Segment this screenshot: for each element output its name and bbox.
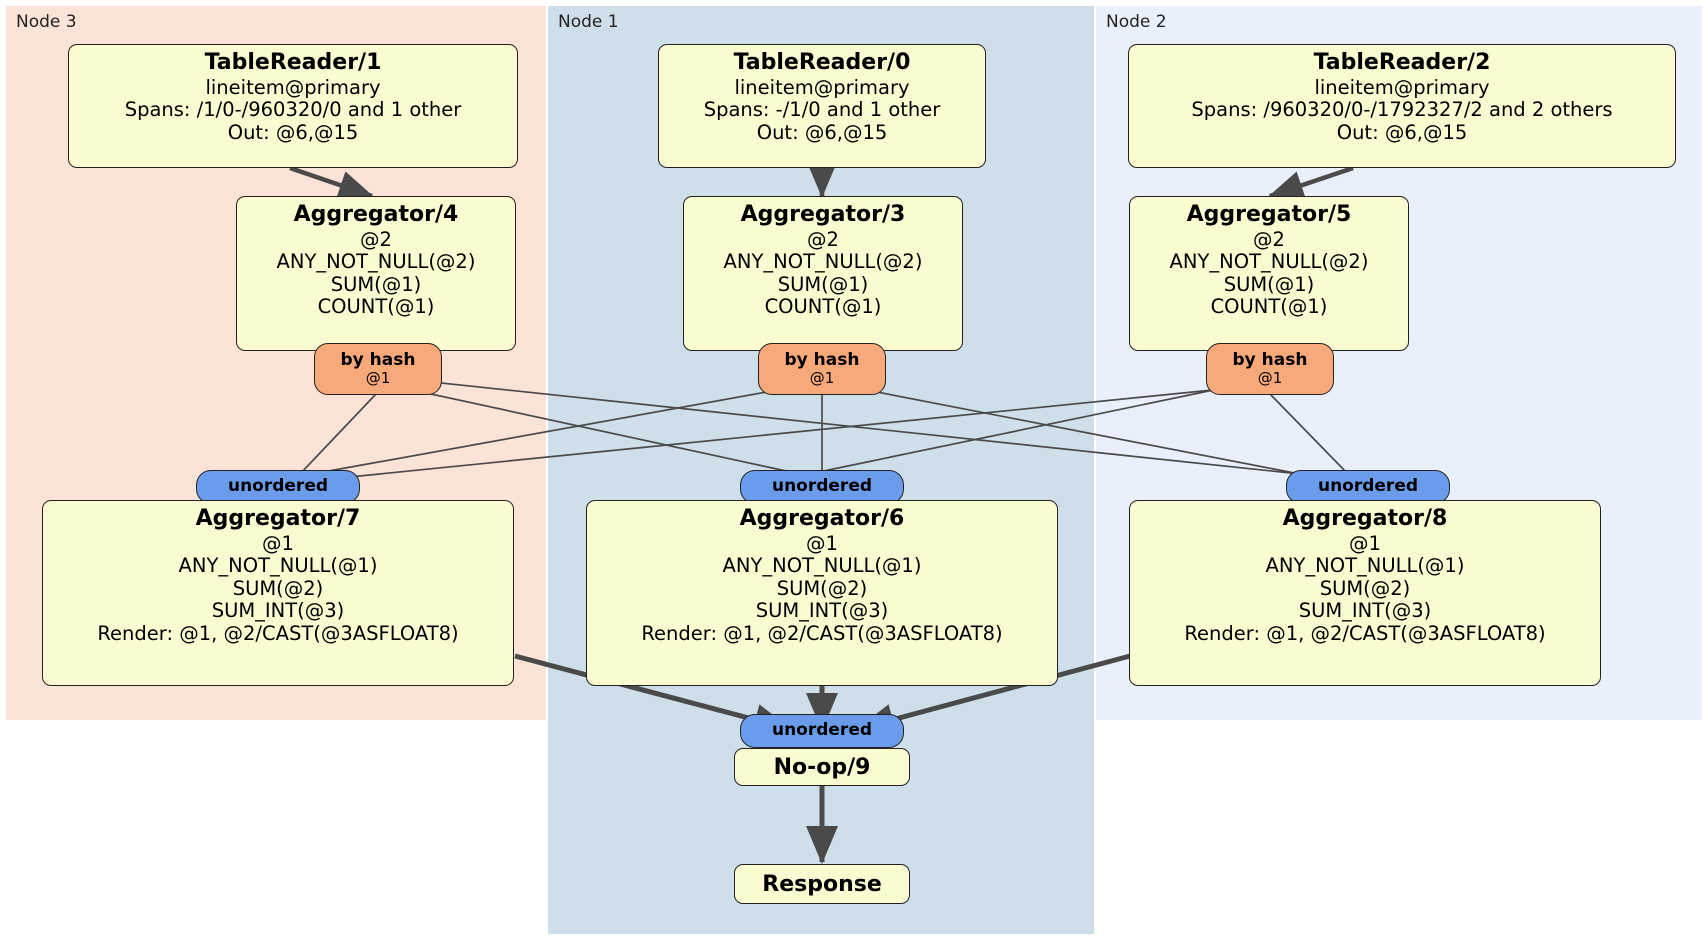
processor-detail-line: @1 bbox=[1349, 531, 1381, 555]
node-panel-label-node1: Node 1 bbox=[558, 12, 619, 32]
processor-detail-line: SUM(@1) bbox=[777, 272, 869, 296]
processor-detail-line: ANY_NOT_NULL(@2) bbox=[723, 250, 923, 274]
processor-detail-line: COUNT(@1) bbox=[764, 295, 882, 319]
processor-title: TableReader/2 bbox=[1313, 50, 1491, 75]
processor-title: Aggregator/6 bbox=[739, 506, 905, 531]
router-label: by hash bbox=[1232, 350, 1308, 371]
processor-title: Response bbox=[762, 871, 882, 897]
router-label: by hash bbox=[784, 350, 860, 371]
processor-detail-line: SUM_INT(@3) bbox=[755, 599, 889, 623]
processor-title: Aggregator/4 bbox=[293, 202, 459, 227]
processor-title: TableReader/0 bbox=[733, 50, 911, 75]
processor-detail-line: Spans: /960320/0-/1792327/2 and 2 others bbox=[1191, 98, 1613, 122]
router-by-hash-left[interactable]: by hash @1 bbox=[314, 343, 442, 395]
router-label: unordered bbox=[771, 476, 873, 497]
processor-detail-line: SUM(@1) bbox=[330, 272, 422, 296]
processor-detail-line: lineitem@primary bbox=[734, 75, 910, 99]
processor-aggregator-7[interactable]: Aggregator/7 @1 ANY_NOT_NULL(@1) SUM(@2)… bbox=[42, 500, 514, 686]
processor-detail-line: ANY_NOT_NULL(@1) bbox=[722, 554, 922, 578]
processor-detail-line: ANY_NOT_NULL(@1) bbox=[1265, 554, 1465, 578]
processor-title: TableReader/1 bbox=[204, 50, 382, 75]
processor-detail-line: Render: @1, @2/CAST(@3ASFLOAT8) bbox=[97, 621, 459, 645]
processor-detail-line: Out: @6,@15 bbox=[227, 120, 359, 144]
router-label: by hash bbox=[340, 350, 416, 371]
processor-tablereader-2[interactable]: TableReader/2 lineitem@primary Spans: /9… bbox=[1128, 44, 1676, 168]
processor-detail-line: ANY_NOT_NULL(@2) bbox=[1169, 250, 1369, 274]
processor-detail-line: SUM(@2) bbox=[1319, 576, 1411, 600]
processor-detail-line: Spans: -/1/0 and 1 other bbox=[703, 98, 941, 122]
processor-detail-line: COUNT(@1) bbox=[1210, 295, 1328, 319]
processor-detail-line: lineitem@primary bbox=[1314, 75, 1490, 99]
processor-detail-line: SUM(@1) bbox=[1223, 272, 1315, 296]
processor-detail-line: Render: @1, @2/CAST(@3ASFLOAT8) bbox=[1184, 621, 1546, 645]
router-unordered-center[interactable]: unordered bbox=[740, 470, 904, 504]
processor-detail-line: Out: @6,@15 bbox=[1336, 120, 1468, 144]
router-unordered-left[interactable]: unordered bbox=[196, 470, 360, 504]
processor-tablereader-1[interactable]: TableReader/1 lineitem@primary Spans: /1… bbox=[68, 44, 518, 168]
processor-detail-line: SUM(@2) bbox=[232, 576, 324, 600]
processor-detail-line: @2 bbox=[1253, 227, 1285, 251]
processor-tablereader-0[interactable]: TableReader/0 lineitem@primary Spans: -/… bbox=[658, 44, 986, 168]
processor-detail-line: @1 bbox=[262, 531, 294, 555]
processor-title: Aggregator/7 bbox=[195, 506, 361, 531]
processor-aggregator-5[interactable]: Aggregator/5 @2 ANY_NOT_NULL(@2) SUM(@1)… bbox=[1129, 196, 1409, 351]
processor-title: Aggregator/8 bbox=[1282, 506, 1448, 531]
processor-title: Aggregator/5 bbox=[1186, 202, 1352, 227]
router-by-hash-right[interactable]: by hash @1 bbox=[1206, 343, 1334, 395]
processor-title: No-op/9 bbox=[773, 754, 871, 780]
router-unordered-final[interactable]: unordered bbox=[740, 714, 904, 748]
processor-aggregator-6[interactable]: Aggregator/6 @1 ANY_NOT_NULL(@1) SUM(@2)… bbox=[586, 500, 1058, 686]
processor-detail-line: @2 bbox=[360, 227, 392, 251]
processor-detail-line: ANY_NOT_NULL(@2) bbox=[276, 250, 476, 274]
router-unordered-right[interactable]: unordered bbox=[1286, 470, 1450, 504]
processor-title: Aggregator/3 bbox=[740, 202, 906, 227]
processor-detail-line: Spans: /1/0-/960320/0 and 1 other bbox=[124, 98, 462, 122]
router-column: @1 bbox=[809, 369, 835, 388]
node-panel-label-node2: Node 2 bbox=[1106, 12, 1167, 32]
processor-detail-line: COUNT(@1) bbox=[317, 295, 435, 319]
processor-detail-line: SUM_INT(@3) bbox=[211, 599, 345, 623]
processor-response[interactable]: Response bbox=[734, 864, 910, 904]
processor-aggregator-4[interactable]: Aggregator/4 @2 ANY_NOT_NULL(@2) SUM(@1)… bbox=[236, 196, 516, 351]
processor-detail-line: ANY_NOT_NULL(@1) bbox=[178, 554, 378, 578]
router-label: unordered bbox=[227, 476, 329, 497]
processor-aggregator-3[interactable]: Aggregator/3 @2 ANY_NOT_NULL(@2) SUM(@1)… bbox=[683, 196, 963, 351]
processor-aggregator-8[interactable]: Aggregator/8 @1 ANY_NOT_NULL(@1) SUM(@2)… bbox=[1129, 500, 1601, 686]
processor-detail-line: SUM_INT(@3) bbox=[1298, 599, 1432, 623]
processor-detail-line: @1 bbox=[806, 531, 838, 555]
router-by-hash-center[interactable]: by hash @1 bbox=[758, 343, 886, 395]
router-label: unordered bbox=[1317, 476, 1419, 497]
processor-detail-line: Out: @6,@15 bbox=[756, 120, 888, 144]
router-column: @1 bbox=[365, 369, 391, 388]
processor-detail-line: Render: @1, @2/CAST(@3ASFLOAT8) bbox=[641, 621, 1003, 645]
router-column: @1 bbox=[1257, 369, 1283, 388]
node-panel-label-node3: Node 3 bbox=[16, 12, 77, 32]
processor-noop-9[interactable]: No-op/9 bbox=[734, 748, 910, 786]
processor-detail-line: @2 bbox=[807, 227, 839, 251]
router-label: unordered bbox=[771, 720, 873, 741]
processor-detail-line: SUM(@2) bbox=[776, 576, 868, 600]
processor-detail-line: lineitem@primary bbox=[205, 75, 381, 99]
